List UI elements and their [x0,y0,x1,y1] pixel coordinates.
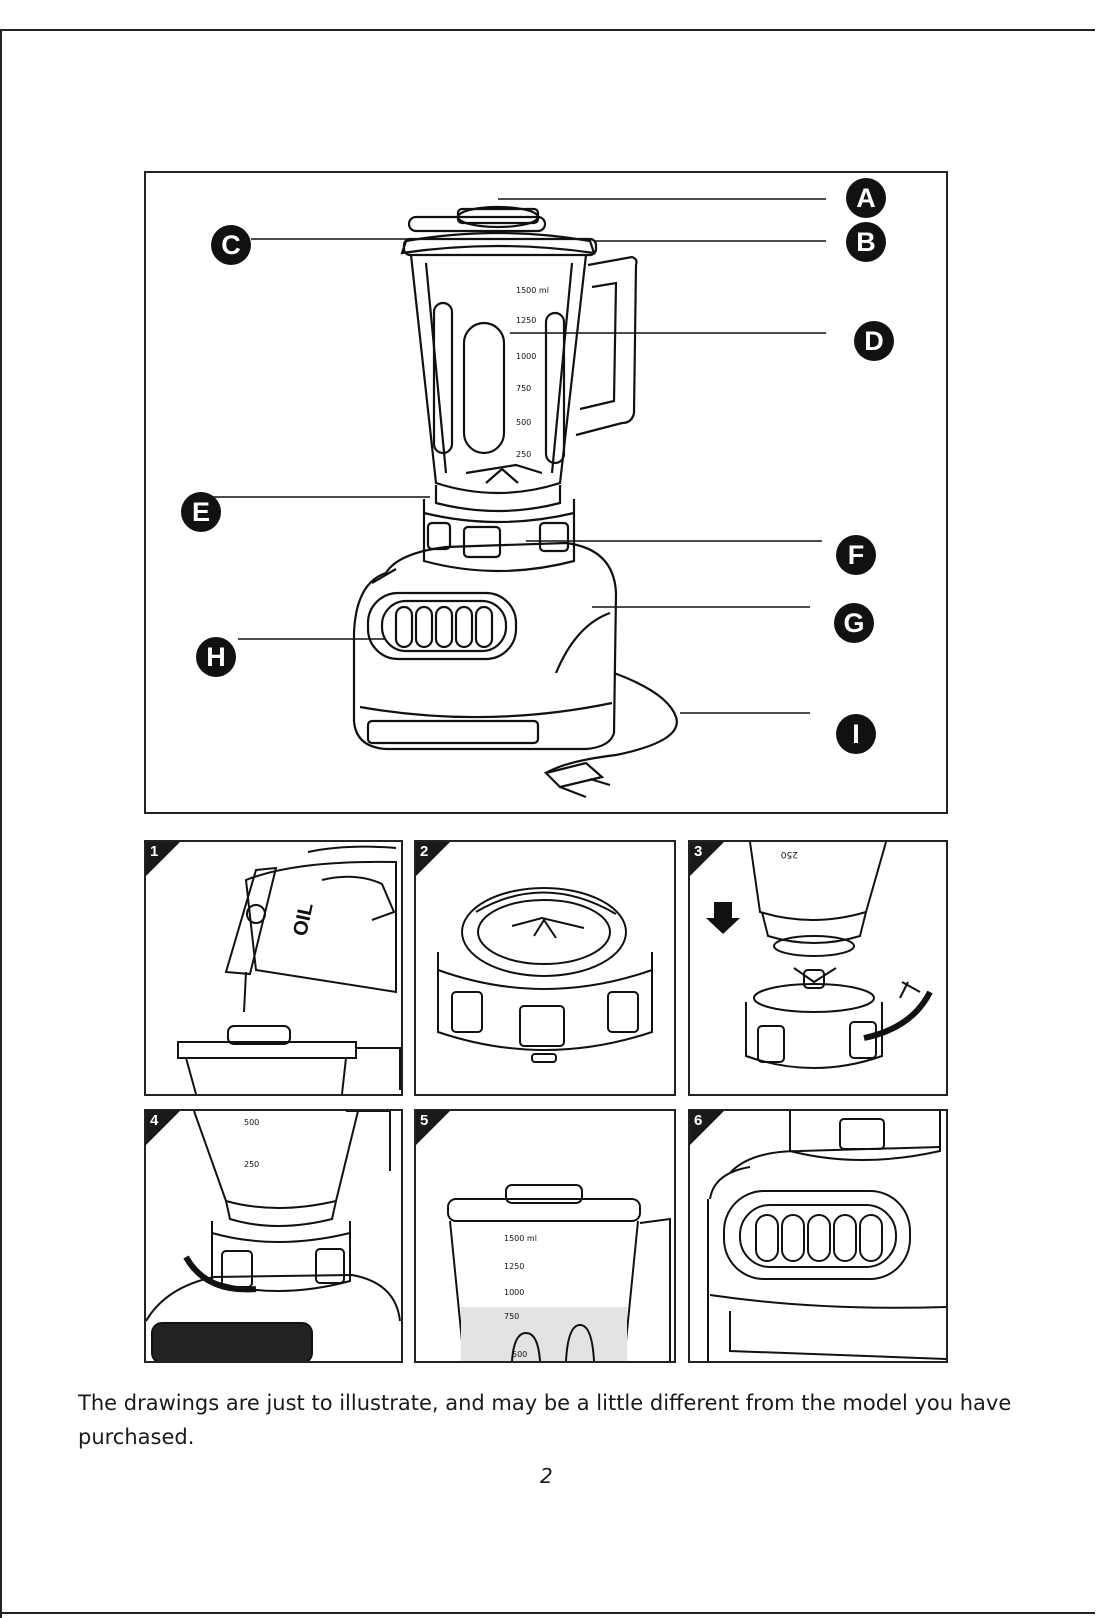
blender-parts-diagram: 1500 ml 1250 1000 750 500 250 [144,171,948,814]
step-number: 3 [694,843,702,860]
jar-attach-illustration: 250 [690,842,946,1094]
jar-mark: 500 [244,1118,259,1127]
jar-mark: 1000 [504,1288,524,1297]
callout-i: I [836,714,876,754]
step-panel-5: 1500 ml 1250 1000 750 500 5 [414,1109,676,1363]
step-number: 5 [420,1112,428,1129]
left-rule [0,29,2,1618]
callout-c: C [211,225,251,265]
step-badge-1: 1 [146,842,180,876]
control-panel-illustration [690,1111,946,1361]
jar-mark: 1500 ml [504,1234,537,1243]
jar-mark-250: 250 [516,450,531,459]
step-panel-3: 250 3 [688,840,948,1096]
jar-lock-illustration: 500 250 [146,1111,401,1361]
jar-mark-1000: 1000 [516,352,536,361]
jar-mark: 1250 [504,1262,524,1271]
jar-mark: 500 [512,1350,527,1359]
step-badge-4: 4 [146,1111,180,1145]
step-badge-5: 5 [416,1111,450,1145]
callout-d: D [854,321,894,361]
jar-mark-1250: 1250 [516,316,536,325]
step-panel-6: 6 [688,1109,948,1363]
jar-mark-1500: 1500 ml [516,286,549,295]
jar-mark: 250 [781,849,798,859]
callout-a: A [846,178,886,218]
jar-mark-750: 750 [516,384,531,393]
step-number: 6 [694,1112,702,1129]
step-panel-2: 2 [414,840,676,1096]
step-number: 2 [420,843,428,860]
callout-h: H [196,637,236,677]
callout-e: E [181,492,221,532]
page-number: 2 [540,1464,553,1488]
oil-label: OIL [289,901,317,938]
step-panel-4: 500 250 4 [144,1109,403,1363]
callout-f: F [836,535,876,575]
oil-pouring-illustration: OIL [146,842,401,1094]
step-badge-6: 6 [690,1111,724,1145]
top-rule [0,29,1095,31]
step-panel-1: OIL 1 [144,840,403,1096]
illustration-disclaimer: The drawings are just to illustrate, and… [78,1386,1038,1454]
step-badge-3: 3 [690,842,724,876]
jar-mark-500: 500 [516,418,531,427]
callout-b: B [846,222,886,262]
filled-jar-illustration: 1500 ml 1250 1000 750 500 [416,1111,674,1361]
bottom-rule [0,1612,1095,1614]
gasket-blade-illustration [416,842,674,1094]
jar-mark: 750 [504,1312,519,1321]
step-badge-2: 2 [416,842,450,876]
step-number: 4 [150,1112,158,1129]
step-number: 1 [150,843,158,860]
jar-mark: 250 [244,1160,259,1169]
blender-illustration: 1500 ml 1250 1000 750 500 250 [146,173,946,812]
callout-g: G [834,603,874,643]
